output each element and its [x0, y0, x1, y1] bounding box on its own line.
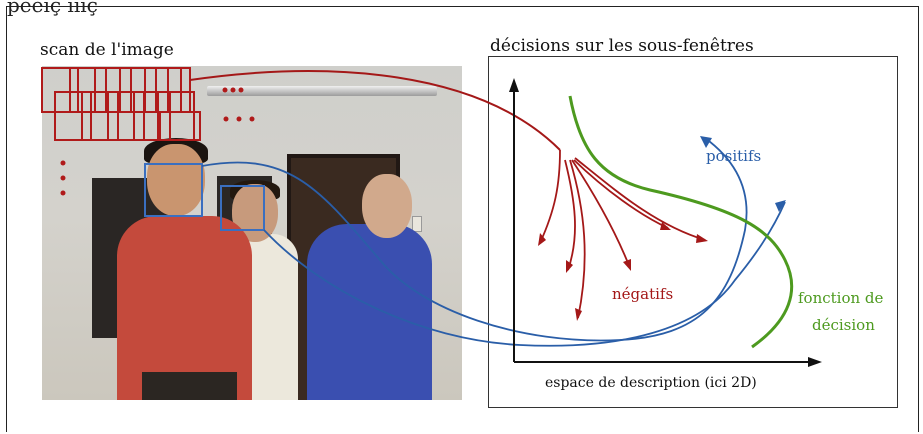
scan-window [107, 91, 145, 141]
scan-window [144, 67, 182, 113]
scan-window [159, 111, 201, 141]
positive-curve-1 [201, 137, 748, 342]
face-detections [144, 163, 265, 231]
person-1-face [147, 144, 205, 216]
scan-window [54, 111, 92, 141]
scan-windows [41, 67, 201, 141]
face-box-2 [220, 185, 265, 231]
clipped-heading: pééıç ıııç [7, 0, 98, 17]
negative-label: négatifs [612, 285, 673, 303]
x-axis-arrowhead [808, 357, 822, 367]
negative-arrow [539, 149, 561, 244]
positive-label: positifs [706, 147, 761, 165]
scan-window [167, 67, 191, 113]
negative-arrow [573, 159, 669, 229]
person-3-body [307, 224, 432, 400]
y-axis-arrowhead [509, 78, 519, 92]
scan-to-plot-connector [189, 70, 561, 151]
negative-arrow [569, 159, 586, 319]
scan-window [69, 67, 107, 113]
face-box-1 [144, 163, 203, 217]
scan-label: scan de l'image [40, 40, 174, 60]
scan-window [107, 111, 145, 141]
negative-arrow [574, 157, 706, 241]
scan-window [157, 91, 195, 141]
scan-window [133, 111, 171, 141]
decision-label-line2: décision [812, 316, 875, 334]
negative-arrowheads [538, 222, 708, 321]
positive-curve-2 [263, 201, 786, 347]
negative-arrows [539, 149, 706, 319]
scan-window [81, 91, 119, 141]
scan-window [41, 67, 79, 113]
x-axis-label: espace de description (ici 2D) [545, 375, 757, 391]
ceiling-light [207, 86, 437, 96]
person-3-face [362, 174, 412, 238]
wall-switch [412, 216, 422, 232]
scan-window [119, 67, 157, 113]
decisions-label: décisions sur les sous-fenêtres [490, 36, 754, 56]
scene-photo [42, 66, 462, 400]
scan-ellipsis-dots [60, 87, 255, 196]
scan-window [133, 91, 171, 141]
scan-window [94, 67, 132, 113]
person-1-legs [142, 372, 237, 400]
positive-arrowhead-2 [775, 200, 786, 212]
scan-window [81, 111, 119, 141]
scan-window [54, 91, 92, 141]
positive-arrowhead-1 [700, 136, 712, 148]
negative-arrow [571, 159, 631, 269]
figure-frame: pééıç ıııç [6, 0, 919, 432]
negative-arrow [564, 159, 576, 271]
decision-boundary-curve [568, 95, 794, 349]
decision-label-line1: fonction de [798, 289, 884, 307]
person-1-body [117, 216, 252, 400]
decision-plot-box [488, 56, 898, 408]
